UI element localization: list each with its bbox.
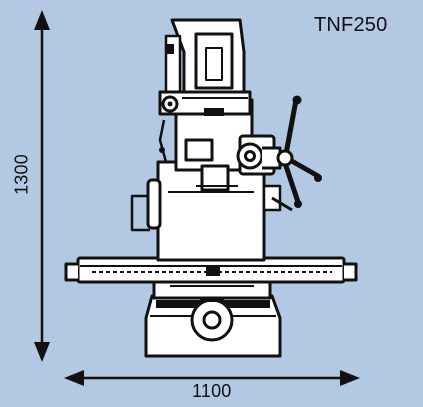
milling-machine-icon (64, 18, 358, 358)
width-dimension-arrow (64, 370, 360, 386)
height-dimension-arrow (34, 10, 50, 362)
height-dimension-label: 1300 (11, 154, 32, 195)
width-dimension-label: 1100 (192, 381, 232, 401)
model-name-label: TNF250 (314, 14, 388, 36)
